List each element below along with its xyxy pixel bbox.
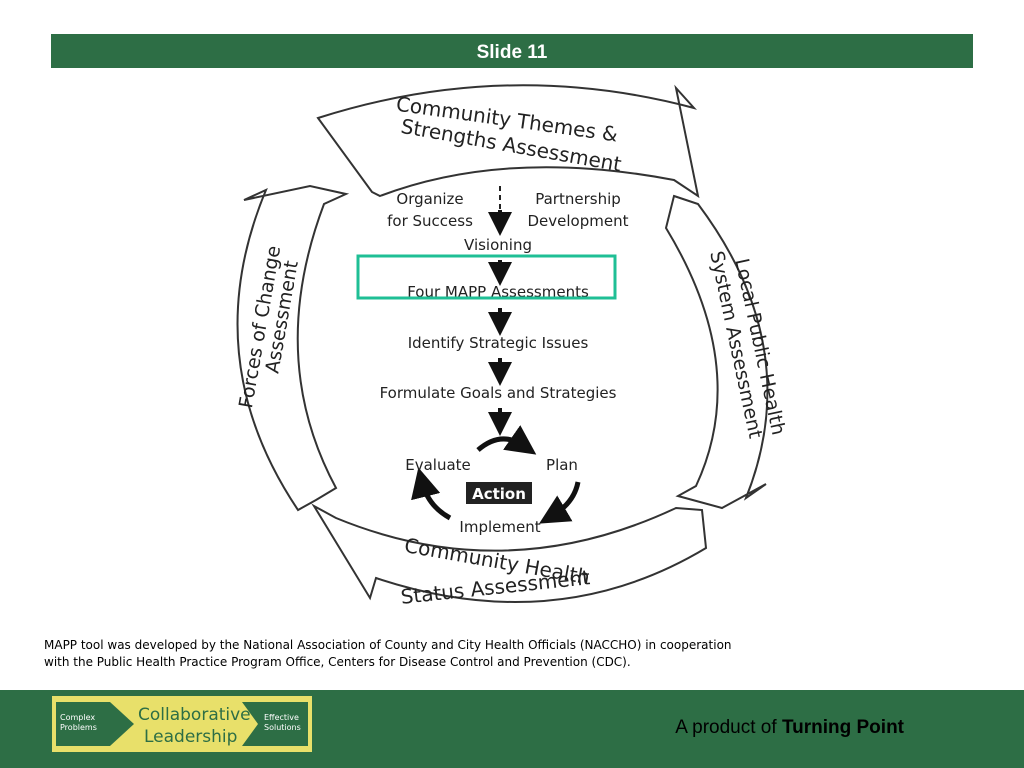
caption-line-2: with the Public Health Practice Program … <box>44 655 631 669</box>
top-cycle-arrow <box>316 84 700 199</box>
implement-label: Implement <box>459 518 540 536</box>
logo-right-text-2: Solutions <box>264 723 301 732</box>
product-credit: A product of Turning Point <box>675 717 904 739</box>
logo-arrow-right <box>242 702 308 746</box>
plan-label: Plan <box>546 456 578 474</box>
product-prefix: A product of <box>675 717 777 738</box>
evaluate-label: Evaluate <box>405 456 471 474</box>
cycle-arrow-right <box>539 481 581 524</box>
logo-center-text-2: Leadership <box>144 727 237 747</box>
cycle-arrow-top <box>476 425 537 455</box>
right-cycle-arrow <box>664 194 769 510</box>
organize-label-2: for Success <box>387 212 473 230</box>
logo-right-text-1: Effective <box>264 713 299 722</box>
goals-label: Formulate Goals and Strategies <box>380 384 617 402</box>
partnership-label-1: Partnership <box>535 190 621 208</box>
cycle-arrow-left <box>411 467 452 521</box>
action-label: Action <box>472 485 526 503</box>
mapp-model-diagram: Community Themes & Strengths Assessment … <box>206 78 816 630</box>
logo-left-text-2: Problems <box>60 723 97 732</box>
logo-arrow-left <box>56 702 134 746</box>
action-box <box>466 482 532 504</box>
left-cycle-arrow <box>236 184 350 512</box>
slide-title-bar: Slide 11 <box>51 34 973 68</box>
strategic-issues-label: Identify Strategic Issues <box>408 334 589 352</box>
caption: MAPP tool was developed by the National … <box>44 637 864 671</box>
partnership-label-2: Development <box>528 212 629 230</box>
collaborative-leadership-logo: Complex Problems Collaborative Leadershi… <box>52 696 312 752</box>
visioning-label: Visioning <box>464 236 532 254</box>
caption-line-1: MAPP tool was developed by the National … <box>44 638 732 652</box>
slide-title: Slide 11 <box>476 42 548 63</box>
highlight-box <box>356 254 617 300</box>
product-name: Turning Point <box>781 717 904 738</box>
logo-center-text-1: Collaborative <box>138 705 251 725</box>
bottom-cycle-arrow <box>311 503 708 603</box>
organize-label-1: Organize <box>396 190 463 208</box>
logo-left-text-1: Complex <box>60 713 95 722</box>
